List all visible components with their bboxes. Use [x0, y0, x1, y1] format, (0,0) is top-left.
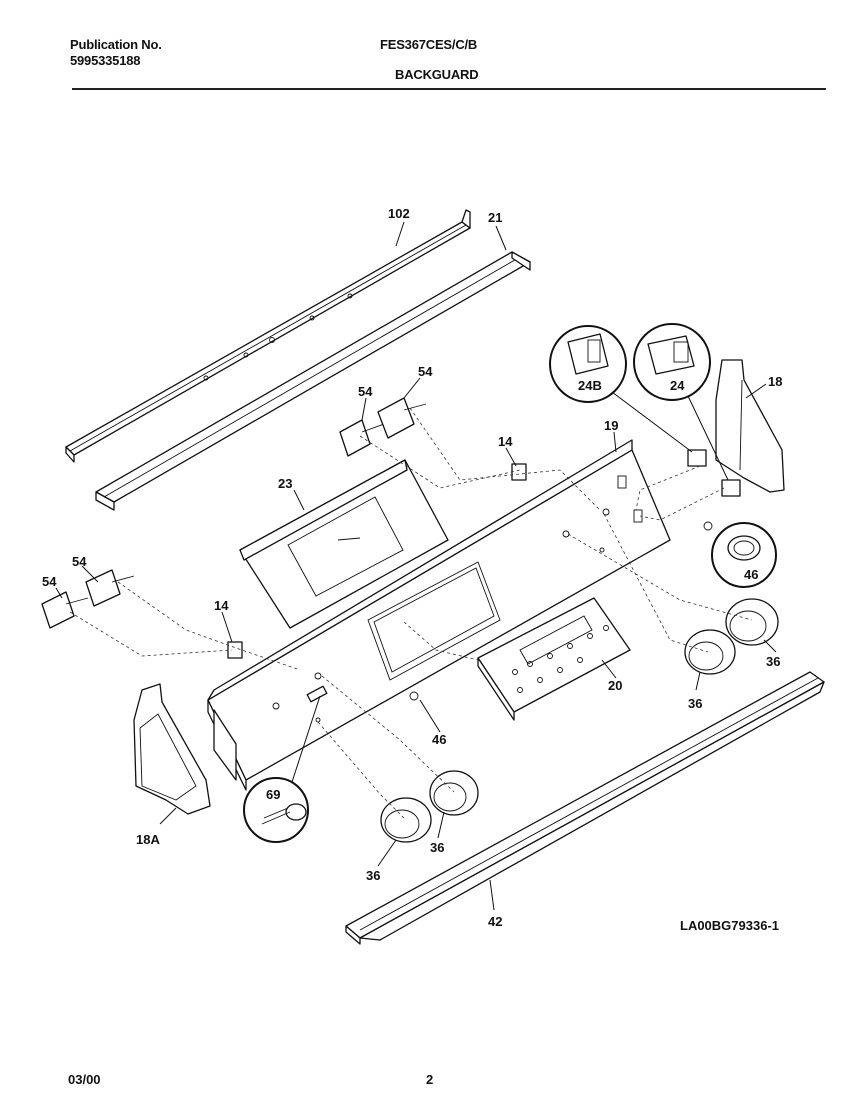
part-54-switch-upper-right — [377, 397, 427, 439]
part-54-switch-lower-left — [41, 591, 89, 629]
label-24: 24 — [670, 378, 685, 393]
footer-page-number: 2 — [426, 1072, 434, 1087]
label-19: 19 — [604, 418, 618, 433]
label-46-left: 46 — [432, 732, 446, 747]
part-14-clip-lower — [227, 641, 243, 659]
label-18A: 18A — [136, 832, 160, 847]
part-36-knob-lower-2 — [380, 797, 432, 843]
part-54-switch-upper-left — [339, 419, 385, 457]
section-title: BACKGUARD — [395, 67, 479, 82]
part-102-top-rail — [65, 209, 471, 463]
model-number: FES367CES/C/B — [380, 37, 478, 52]
label-46-right: 46 — [744, 567, 758, 582]
part-21-rail — [95, 251, 531, 511]
part-24-switch — [721, 479, 741, 497]
part-14-clip-upper — [511, 463, 527, 481]
label-20: 20 — [608, 678, 622, 693]
header-rule — [72, 88, 826, 90]
label-102: 102 — [388, 206, 410, 221]
label-36-right-1: 36 — [766, 654, 780, 669]
part-42-lower-trim — [345, 671, 825, 945]
part-69-screw-on-panel — [306, 685, 328, 703]
footer-date: 03/00 — [68, 1072, 101, 1087]
callout-24B — [549, 325, 627, 403]
label-54-lower-right: 54 — [72, 554, 87, 569]
part-46-ring-left — [409, 691, 419, 701]
diagram-id: LA00BG79336-1 — [680, 918, 779, 933]
part-54-switch-lower-right — [85, 569, 135, 607]
label-23: 23 — [278, 476, 292, 491]
label-24B: 24B — [578, 378, 602, 393]
label-36-right-2: 36 — [688, 696, 702, 711]
part-36-knob-lower-1 — [429, 770, 479, 816]
label-42: 42 — [488, 914, 502, 929]
publication-label: Publication No. — [70, 37, 162, 52]
part-18A-left-end-cap — [133, 683, 211, 815]
label-54-lower-left: 54 — [42, 574, 57, 589]
part-19-backguard-panel — [207, 439, 671, 791]
label-18: 18 — [768, 374, 782, 389]
part-20-control-module — [477, 597, 631, 721]
callout-46 — [711, 522, 777, 588]
label-21: 21 — [488, 210, 502, 225]
label-14-upper: 14 — [498, 434, 513, 449]
part-46-ring-right — [703, 521, 713, 531]
callout-69 — [243, 777, 309, 843]
label-14-lower: 14 — [214, 598, 229, 613]
part-36-knob-right-2 — [684, 629, 736, 675]
part-36-knob-right-1 — [725, 598, 779, 646]
part-24B-switch — [687, 449, 707, 467]
part-18-right-end-cap — [715, 359, 785, 493]
label-69: 69 — [266, 787, 280, 802]
publication-number: 5995335188 — [70, 53, 141, 68]
callout-24 — [633, 323, 711, 401]
label-54-upper-left: 54 — [358, 384, 373, 399]
label-54-upper-right: 54 — [418, 364, 433, 379]
part-23-rear-panel — [239, 459, 449, 629]
label-36-lower-1: 36 — [430, 840, 444, 855]
label-36-lower-2: 36 — [366, 868, 380, 883]
